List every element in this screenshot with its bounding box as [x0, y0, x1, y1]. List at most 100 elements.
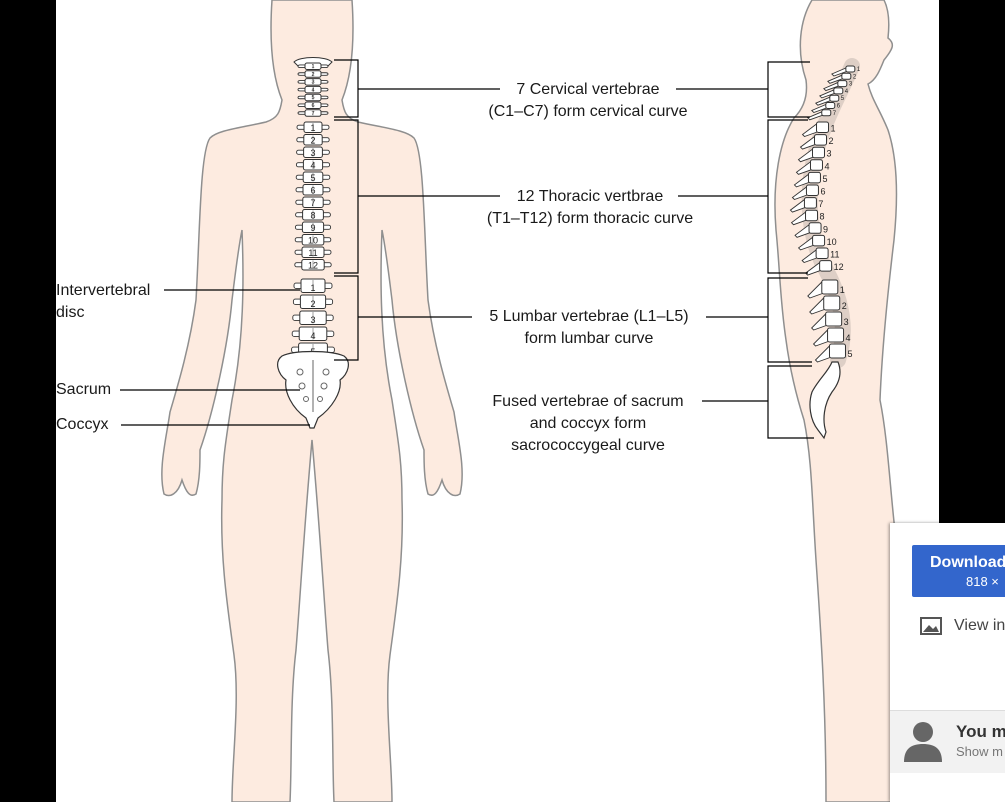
lateral-vertebral-body — [807, 171, 821, 184]
lateral-vertebra-lumbar-3: 3 — [811, 311, 849, 331]
lateral-vertebra-number: 12 — [834, 262, 844, 272]
lateral-vertebra-number: 9 — [823, 224, 828, 234]
lateral-vertebral-body — [805, 184, 819, 196]
posterior-vertebra-cervical-3: 3 — [297, 78, 329, 86]
posterior-vertebra-cervical-6: 6 — [297, 101, 329, 109]
posterior-vertebra-number: 3 — [310, 148, 315, 158]
posterior-vertebra-number: 2 — [310, 136, 315, 146]
fused-label-line3: sacrococcygeal curve — [511, 437, 665, 454]
posterior-vertebra-thoracic-7: 7 — [295, 196, 331, 208]
lateral-vertebra-number: 2 — [829, 136, 834, 146]
lateral-vertebral-body — [816, 121, 830, 133]
fused-label: Fused vertebrae of sacrum and coccyx for… — [474, 391, 702, 457]
posterior-vertebra-number: 4 — [311, 87, 314, 93]
lateral-vertebral-body — [821, 109, 832, 117]
lateral-vertebra-thoracic-6: 6 — [791, 184, 825, 201]
lateral-vertebra-number: 4 — [846, 333, 851, 343]
posterior-vertebra-thoracic-4: 4 — [295, 159, 331, 171]
lateral-vertebra-lumbar-1: 1 — [807, 279, 845, 299]
lateral-vertebra-number: 10 — [827, 237, 837, 247]
lateral-vertebral-body — [825, 102, 836, 109]
posterior-atlas — [293, 57, 333, 67]
posterior-vertebra-number: 3 — [311, 80, 314, 86]
cervical-label: 7 Cervical vertebrae (C1–C7) form cervic… — [478, 79, 698, 123]
lateral-vertebra-cervical-5: 5 — [815, 94, 845, 106]
lateral-vertebral-body — [828, 343, 846, 359]
posterior-vertebra-thoracic-8: 8 — [295, 209, 331, 221]
posterior-vertebra-number: 12 — [308, 261, 318, 271]
lateral-vertebral-body — [837, 80, 848, 88]
posterior-vertebra-cervical-2: 2 — [297, 70, 329, 78]
lateral-vertebra-number: 3 — [849, 82, 853, 88]
posterior-vertebra-thoracic-9: 9 — [294, 221, 332, 233]
lumbar-label-line1: 5 Lumbar vertebrae (L1–L5) — [489, 308, 689, 325]
user-title: You m — [956, 722, 1005, 741]
lateral-vertebral-body — [819, 260, 833, 272]
user-suggestion-row[interactable]: You m Show m — [890, 710, 1005, 773]
sacrum-label: Sacrum — [56, 381, 112, 398]
lateral-vertebra-thoracic-11: 11 — [801, 247, 839, 264]
intervertebral-label-line1: Intervertebral — [56, 282, 151, 299]
lateral-vertebra-number: 6 — [820, 187, 825, 197]
cervical-label-line2: (C1–C7) form cervical curve — [488, 103, 688, 120]
lateral-vertebra-number: 8 — [820, 212, 825, 222]
download-button[interactable]: Download 818 × — [912, 545, 1005, 597]
lateral-vertebra-lumbar-2: 2 — [809, 295, 847, 315]
lateral-vertebra-number: 5 — [847, 349, 852, 359]
lateral-vertebra-number: 3 — [844, 317, 849, 327]
lateral-sacrum — [809, 361, 841, 440]
lateral-vertebra-thoracic-9: 9 — [794, 222, 828, 238]
thoracic-label-line2: (T1–T12) form thoracic curve — [486, 210, 694, 227]
lateral-vertebra-cervical-1: 1 — [831, 65, 861, 77]
posterior-vertebra-number: 2 — [310, 299, 315, 309]
lateral-vertebral-body — [814, 134, 828, 146]
lateral-vertebra-number: 6 — [837, 104, 841, 110]
posterior-vertebra-number: 1 — [310, 123, 315, 133]
posterior-vertebra-lumbar-1: 1 — [293, 278, 333, 293]
posterior-vertebra-number: 3 — [310, 315, 315, 325]
lateral-vertebral-body — [833, 87, 844, 95]
posterior-vertebra-cervical-7: 7 — [297, 109, 329, 117]
lateral-vertebra-thoracic-3: 3 — [797, 146, 832, 163]
view-in-label: View in — [954, 617, 1005, 634]
lateral-vertebra-thoracic-2: 2 — [799, 134, 834, 150]
lateral-vertebra-thoracic-1: 1 — [801, 121, 836, 138]
lateral-vertebral-body — [845, 65, 856, 73]
lateral-vertebra-number: 2 — [842, 301, 847, 311]
download-button-label: Download — [930, 554, 1005, 571]
lateral-vertebral-body — [825, 311, 843, 327]
person-icon — [904, 722, 942, 762]
lateral-vertebra-number: 5 — [822, 174, 827, 184]
coccyx-label: Coccyx — [56, 416, 109, 433]
lateral-vertebra-cervical-3: 3 — [823, 80, 853, 92]
fused-label-line2: and coccyx form — [529, 415, 647, 432]
posterior-vertebra-number: 10 — [308, 236, 318, 246]
lateral-vertebral-body — [811, 146, 825, 159]
intervertebral-label-line2: disc — [56, 304, 85, 321]
download-size-label: 818 × — [966, 574, 999, 589]
posterior-vertebra-number: 7 — [310, 198, 315, 208]
posterior-vertebra-number: 7 — [311, 111, 314, 117]
lateral-vertebra-thoracic-4: 4 — [795, 159, 829, 175]
lateral-vertebral-body — [803, 197, 817, 209]
lateral-vertebra-number: 5 — [841, 96, 845, 102]
posterior-vertebra-cervical-1: 1 — [297, 62, 329, 70]
cervical-label-line1: 7 Cervical vertebrae — [516, 81, 660, 98]
posterior-vertebra-thoracic-5: 5 — [295, 171, 331, 183]
posterior-vertebra-thoracic-6: 6 — [295, 184, 331, 196]
intervertebral-disc-label: Intervertebral disc — [56, 280, 150, 324]
posterior-vertebra-thoracic-1: 1 — [296, 121, 330, 133]
lateral-vertebra-thoracic-8: 8 — [790, 209, 825, 226]
leader-lines — [120, 59, 814, 439]
lateral-vertebral-body — [815, 247, 829, 259]
posterior-vertebra-thoracic-2: 2 — [296, 134, 330, 146]
image-icon — [920, 617, 942, 635]
posterior-vertebra-lumbar-3: 3 — [292, 310, 334, 325]
lateral-vertebral-body — [827, 327, 845, 343]
posterior-vertebra-number: 4 — [310, 161, 315, 171]
lateral-vertebra-number: 4 — [845, 89, 849, 95]
lateral-vertebra-thoracic-12: 12 — [804, 260, 844, 276]
